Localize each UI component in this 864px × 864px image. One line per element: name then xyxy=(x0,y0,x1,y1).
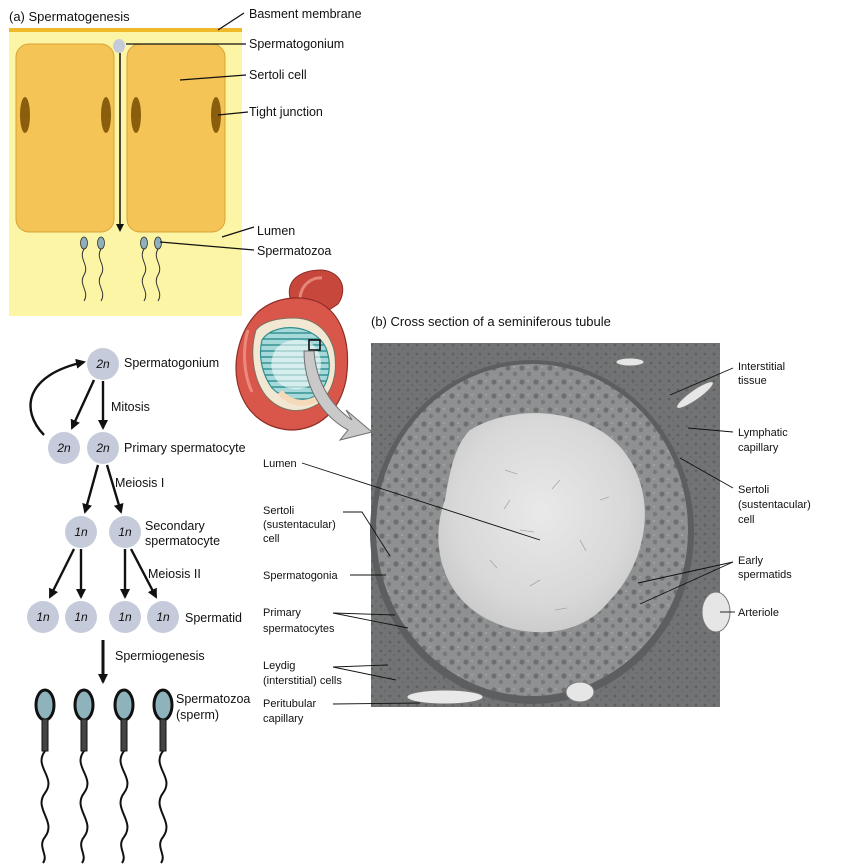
ploidy-secondary-right: 1n xyxy=(118,525,132,539)
panel-a-title: (a) Spermatogenesis xyxy=(9,9,130,24)
label-lumen-b: Lumen xyxy=(263,458,297,470)
label-spermatozoa-a: Spermatozoa xyxy=(257,244,331,258)
cell-spermatid-3 xyxy=(109,601,141,633)
label-interstitial-2: tissue xyxy=(738,375,767,387)
label-meiosis-2: Meiosis II xyxy=(148,567,201,581)
ploidy-renewal: 2n xyxy=(56,441,71,455)
panel-b-labels: Interstitial tissue Lymphatic capillary … xyxy=(263,361,811,725)
cell-primary-spermatocyte xyxy=(87,432,119,464)
panel-a-spermatogenesis: (a) Spermatogenesis xyxy=(9,7,362,316)
tubule-lumen xyxy=(438,413,645,633)
ploidy-spermatogonium: 2n xyxy=(95,357,110,371)
label-spermatid: Spermatid xyxy=(185,611,242,625)
zoom-box xyxy=(308,339,321,351)
label-peritubular-2: capillary xyxy=(263,713,304,725)
label-mitosis: Mitosis xyxy=(111,400,150,414)
label-leydig-2: (interstitial) cells xyxy=(263,675,342,687)
label-sertoli-left-3: cell xyxy=(263,533,280,545)
cell-spermatogonium xyxy=(87,348,119,380)
label-lumen-a: Lumen xyxy=(257,224,295,238)
label-peritubular-1: Peritubular xyxy=(263,698,317,710)
label-basement-membrane: Basment membrane xyxy=(249,7,362,21)
label-interstitial-1: Interstitial xyxy=(738,361,785,373)
zoom-arrow xyxy=(303,350,374,441)
interstitial-vessel xyxy=(676,381,714,409)
label-lymphatic-1: Lymphatic xyxy=(738,427,788,439)
cell-renewal-2n xyxy=(48,432,80,464)
tight-junction-3 xyxy=(131,97,141,133)
label-tight-junction: Tight junction xyxy=(249,105,323,119)
cell-secondary-left xyxy=(65,516,97,548)
small-vessel xyxy=(565,681,595,703)
label-lymphatic-2: capillary xyxy=(738,442,779,454)
label-primary-spermatocytes-2: spermatocytes xyxy=(263,623,335,635)
ploidy-spermatid-2: 1n xyxy=(74,610,88,624)
ploidy-spermatid-3: 1n xyxy=(118,610,132,624)
spermatozoa-group xyxy=(80,236,162,302)
spermatogonium-cell xyxy=(113,39,125,53)
panel-b-micrograph: (b) Cross section of a seminiferous tubu… xyxy=(370,314,731,707)
label-sertoli-right-1: Sertoli xyxy=(738,484,769,496)
ploidy-spermatid-1: 1n xyxy=(36,610,50,624)
interstitial-vessel-2 xyxy=(615,357,645,367)
flow-arrows xyxy=(29,358,158,684)
ploidy-secondary-left: 1n xyxy=(74,525,88,539)
label-meiosis-1: Meiosis I xyxy=(115,476,164,490)
label-arteriole: Arteriole xyxy=(738,607,779,619)
ploidy-spermatid-4: 1n xyxy=(156,610,170,624)
label-spermatogonia: Spermatogonia xyxy=(263,570,338,582)
tight-junction-2 xyxy=(101,97,111,133)
tight-junction-4 xyxy=(211,97,221,133)
sertoli-cell-right xyxy=(126,43,226,233)
label-spermatozoa-line1: Spermatozoa xyxy=(176,692,250,706)
label-secondary-line1: Secondary xyxy=(145,519,206,533)
panel-b-title: (b) Cross section of a seminiferous tubu… xyxy=(371,314,611,329)
label-flow-spermatogonium: Spermatogonium xyxy=(124,356,219,370)
label-spermatozoa-line2: (sperm) xyxy=(176,708,219,722)
basement-membrane xyxy=(9,28,242,32)
cell-spermatid-2 xyxy=(65,601,97,633)
label-primary-spermatocyte: Primary spermatocyte xyxy=(124,441,246,455)
label-early-spermatids-2: spermatids xyxy=(738,569,792,581)
label-early-spermatids-1: Early xyxy=(738,555,764,567)
peritubular-capillary-vessel xyxy=(406,689,484,705)
sertoli-cell-left xyxy=(15,43,115,233)
ploidy-primary: 2n xyxy=(95,441,110,455)
cell-spermatid-1 xyxy=(27,601,59,633)
label-spermatogonium: Spermatogonium xyxy=(249,37,344,51)
mature-spermatozoa xyxy=(34,688,174,864)
label-sertoli-right-3: cell xyxy=(738,514,755,526)
spermatogenesis-flow: 2n 2n 2n 1n 1n 1n 1n 1n 1n Spermatogoniu… xyxy=(27,348,250,864)
tight-junction-1 xyxy=(20,97,30,133)
cell-secondary-right xyxy=(109,516,141,548)
label-primary-spermatocytes-1: Primary xyxy=(263,607,301,619)
label-leydig-1: Leydig xyxy=(263,660,295,672)
label-sertoli-cell: Sertoli cell xyxy=(249,68,307,82)
label-secondary-line2: spermatocyte xyxy=(145,534,220,548)
testis-illustration xyxy=(235,269,374,441)
cell-spermatid-4 xyxy=(147,601,179,633)
label-sertoli-left-2: (sustentacular) xyxy=(263,519,336,531)
label-sertoli-right-2: (sustentacular) xyxy=(738,499,811,511)
label-sertoli-left-1: Sertoli xyxy=(263,505,294,517)
label-spermiogenesis: Spermiogenesis xyxy=(115,649,205,663)
